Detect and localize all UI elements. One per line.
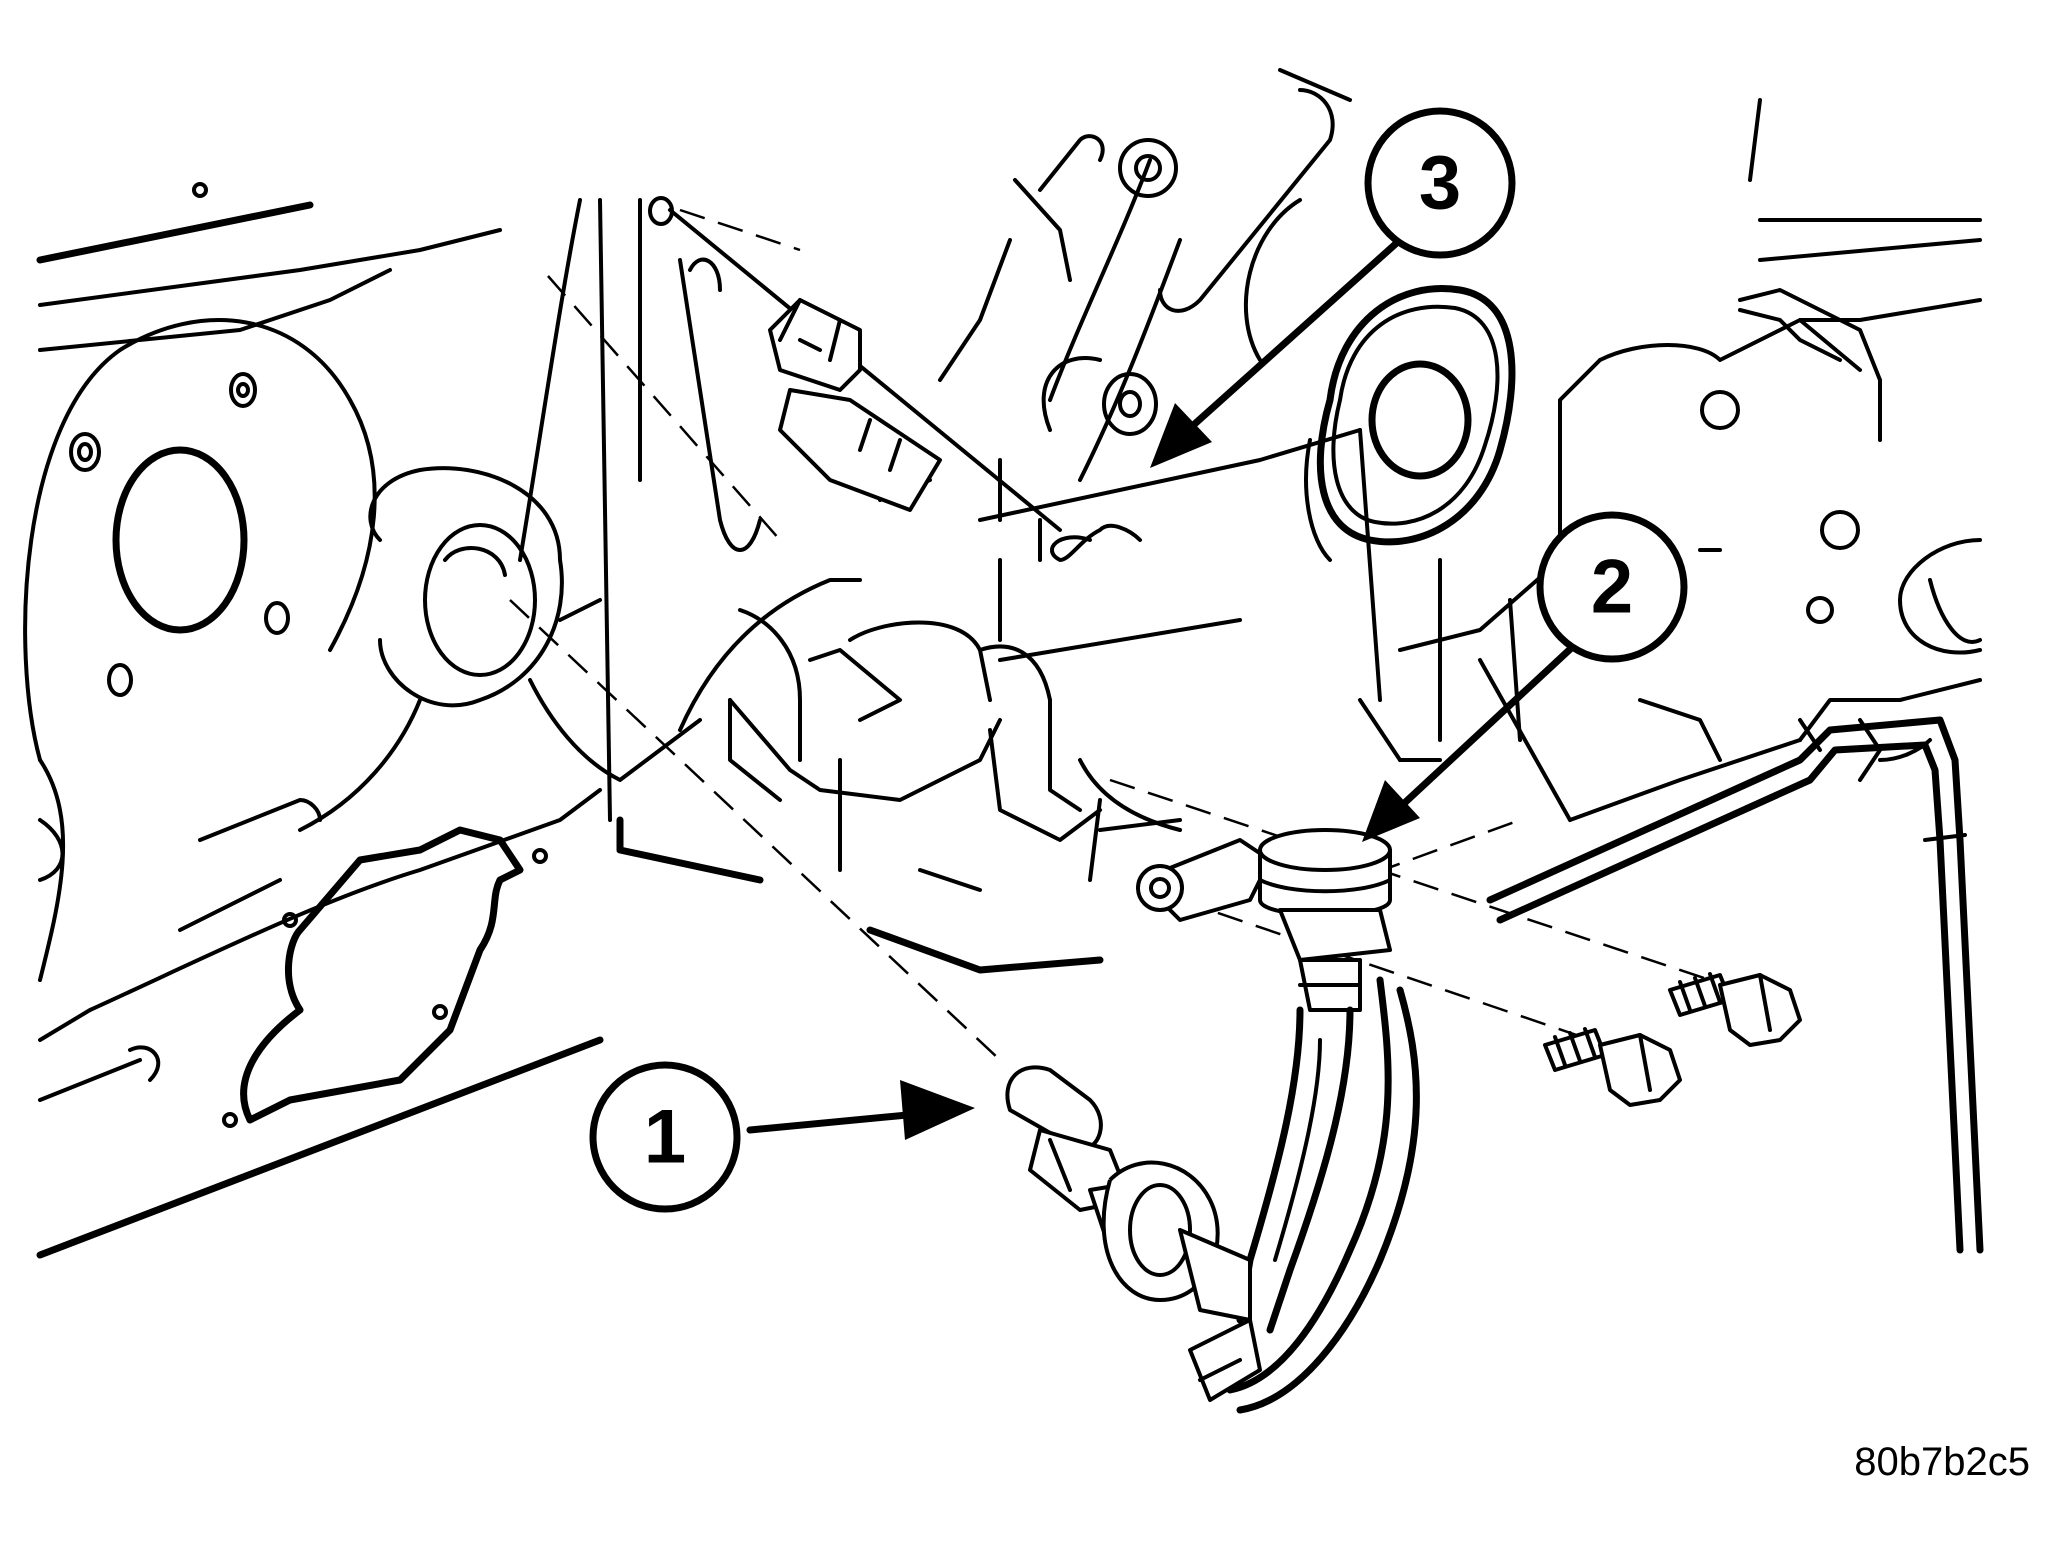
hydraulic-line xyxy=(1486,716,1984,1254)
callout-2: 2 xyxy=(1536,511,1688,663)
callout-3-number: 3 xyxy=(1419,141,1461,226)
callout-2-number: 2 xyxy=(1591,545,1633,630)
clutch-hydraulic-tube xyxy=(1188,976,1420,1414)
callout-3: 3 xyxy=(1364,107,1516,259)
transmission-body xyxy=(518,198,1242,974)
callout-1: 1 xyxy=(589,1061,741,1213)
camshaft-position-sensor xyxy=(768,298,942,512)
callout-1-number: 1 xyxy=(644,1095,686,1180)
cylinder-head-area xyxy=(547,68,1362,622)
mounting-bolt-2 xyxy=(1543,1027,1682,1107)
bell-housing xyxy=(36,466,702,1259)
engine-block-left xyxy=(23,182,502,982)
cylinder-head-boss xyxy=(1304,285,1516,562)
callout-3-leader xyxy=(1156,236,1404,459)
clutch-slave-cylinder xyxy=(1136,828,1392,1012)
callout-arrowheads xyxy=(900,403,1420,1140)
sensor-mounting-hole xyxy=(1050,523,1142,562)
callout-leaders xyxy=(746,236,1584,1134)
figure-id: 80b7b2c5 xyxy=(1854,1440,2030,1484)
alignment-lines xyxy=(509,599,1771,1062)
engine-block-right xyxy=(1358,98,1982,822)
clutch-master-fitting xyxy=(1005,1065,1252,1322)
mounting-bolt-1 xyxy=(1668,972,1802,1047)
